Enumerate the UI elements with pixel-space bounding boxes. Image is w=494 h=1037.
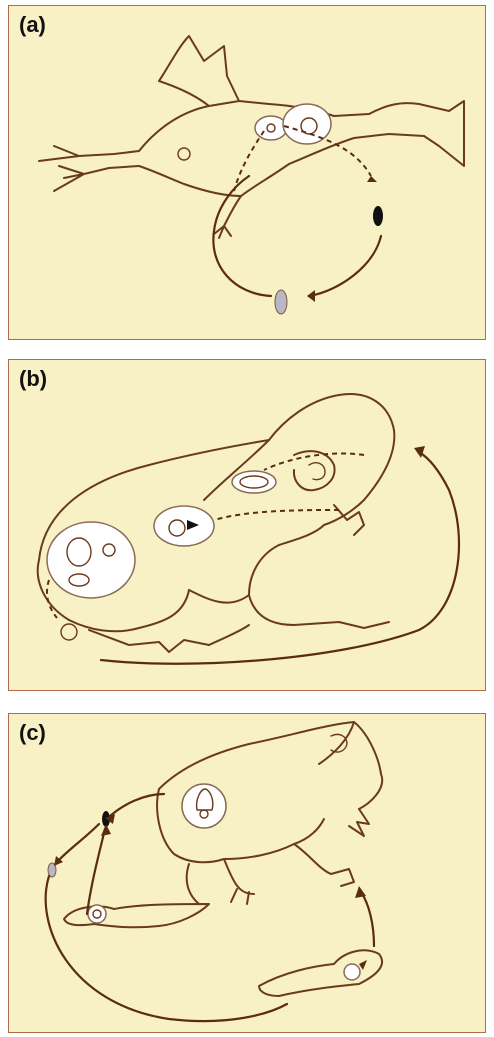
arrowhead xyxy=(101,824,111,836)
cycle-arrow-right xyxy=(361,892,374,946)
organ-bubble-large xyxy=(283,104,331,144)
cycle-arrow xyxy=(87,829,105,914)
panel-a-diagram xyxy=(9,6,487,341)
cycle-arrow-right xyxy=(309,236,381,296)
transmission-path-dashed xyxy=(264,453,364,470)
organ-bubble-large xyxy=(47,522,135,598)
egg-dark xyxy=(373,206,383,226)
cycle-arrow xyxy=(101,452,459,664)
organ-bubble-small xyxy=(255,116,287,140)
transmission-path-dashed-2 xyxy=(214,510,339,520)
arrowhead xyxy=(367,176,377,182)
cycle-arrow xyxy=(110,794,164,816)
organ-bubble-middle xyxy=(154,506,214,546)
transmission-path-dashed-2 xyxy=(234,131,264,191)
frog-a-body xyxy=(39,36,464,238)
organ-bubble xyxy=(182,784,226,828)
tadpole-left xyxy=(64,904,209,927)
egg-spiky xyxy=(61,624,77,640)
egg-grey xyxy=(275,290,287,314)
tadpole-right xyxy=(259,950,382,996)
arrowhead xyxy=(355,886,366,898)
panel-c: (c) xyxy=(8,713,486,1033)
organ-bubble-kidney xyxy=(232,471,276,493)
arrowhead xyxy=(307,290,315,302)
panel-b: (b) xyxy=(8,359,486,691)
panel-a: (a) xyxy=(8,5,486,340)
cycle-arrow-bottom xyxy=(46,876,287,1021)
cycle-arrow xyxy=(57,824,99,862)
panel-c-diagram xyxy=(9,714,487,1034)
panel-b-diagram xyxy=(9,360,487,692)
transmission-path-dashed-3 xyxy=(47,580,57,618)
